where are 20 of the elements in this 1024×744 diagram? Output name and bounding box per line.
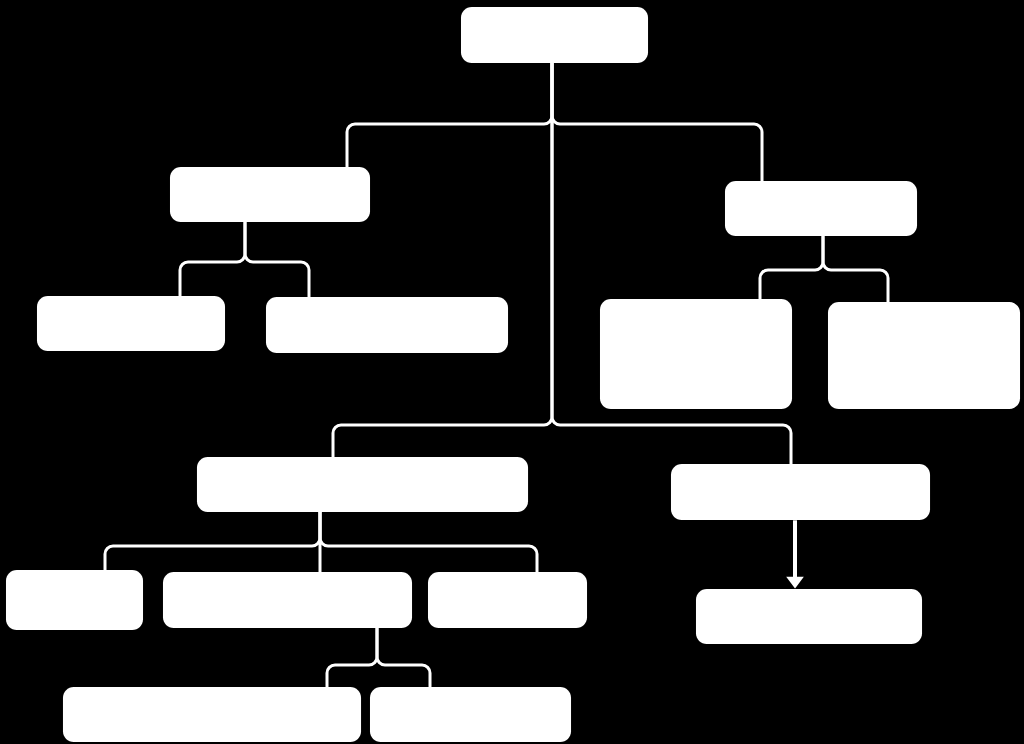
rounded-box [196, 457, 529, 512]
rounded-box [162, 572, 413, 628]
rounded-box [828, 302, 1021, 409]
brace-line [550, 61, 793, 466]
brace-line [821, 234, 890, 304]
rounded-box [170, 167, 371, 222]
rounded-box [600, 299, 793, 409]
rounded-box [696, 589, 923, 644]
rounded-box [37, 296, 226, 351]
rounded-box [725, 181, 918, 236]
rounded-box [6, 570, 143, 630]
brace-line [243, 220, 311, 299]
rounded-box [428, 572, 588, 628]
rounded-box [266, 297, 509, 353]
rounded-box [370, 687, 572, 742]
rounded-box [461, 7, 649, 63]
rounded-box [671, 464, 931, 520]
brace-line [318, 510, 539, 574]
brace-line [375, 626, 432, 689]
rounded-box [62, 687, 362, 742]
